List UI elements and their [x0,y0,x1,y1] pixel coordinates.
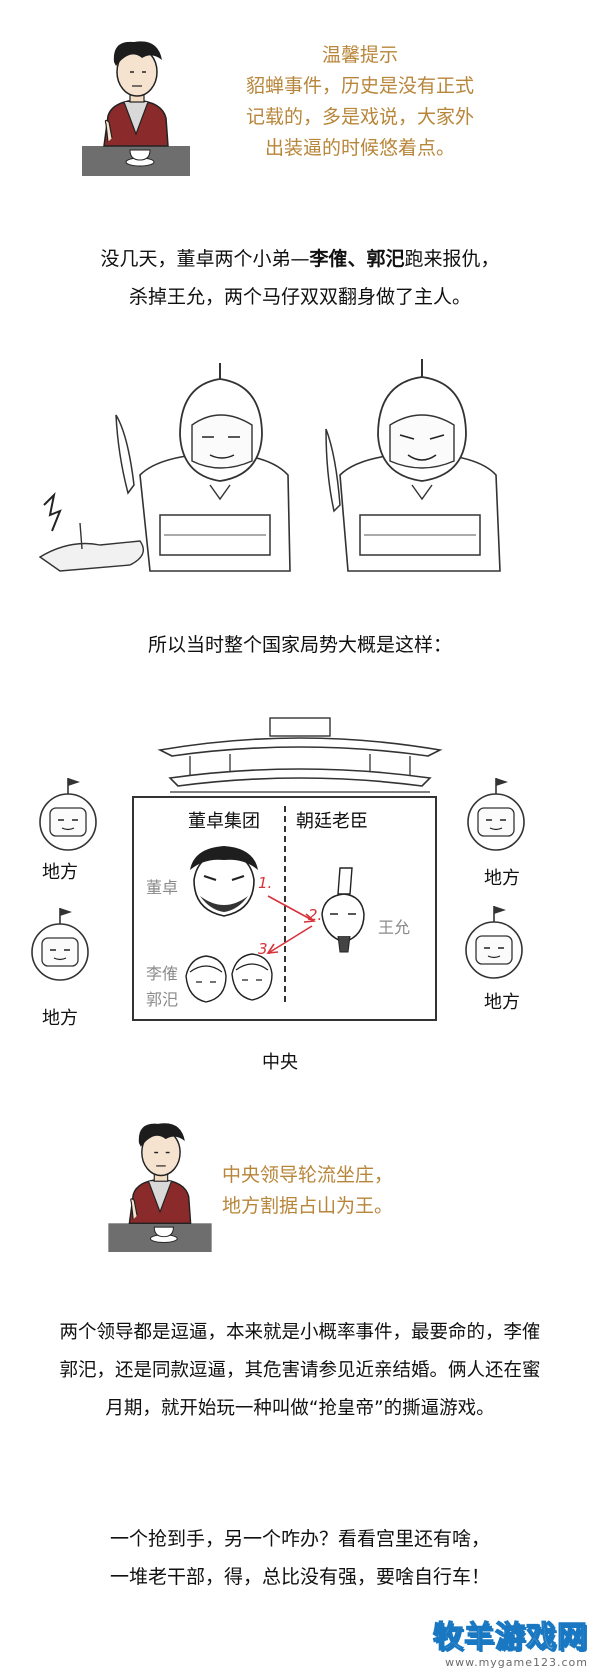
note-line: 地方割据占山为王。 [222,1195,394,1217]
label-dongzhuo: 董卓 [146,878,179,897]
note-line: 中央领导轮流坐庄， [222,1164,394,1186]
paragraph-line: 一个抢到手，另一个咋办？看看宫里还有啥， [109,1528,490,1550]
tip-note: 温馨提示 貂蝉事件，历史是没有正式 记载的，多是戏说，大家外 出装逼的时候悠着点… [200,40,520,164]
diagram-figures [185,846,365,1003]
label-local: 地方 [42,1008,78,1029]
two-generals-illustration [38,359,501,572]
label-central: 中央 [262,1052,298,1073]
watermark-url: www.mygame123.com [445,1656,588,1669]
paragraph-rivalry: 两个领导都是逗逼，本来就是小概率事件，最要命的，李傕 郭汜，还是同款逗逼，其危害… [0,1314,600,1428]
paragraph-revenge: 没几天，董卓两个小弟—李傕、郭汜跑来报仇， 杀掉王允，两个马仔双双翻身做了主人。 [0,240,600,316]
label-wangyun: 王允 [378,918,411,937]
step-2-label: 2. [308,906,323,924]
central-court-frame [132,796,437,1021]
faction-divider [284,806,286,1002]
label-local: 地方 [484,868,520,889]
liguo-head-icon [185,955,227,1003]
label-dongzhuo-group: 董卓集团 [188,811,260,832]
paragraph-situation: 所以当时整个国家局势大概是这样： [147,634,452,656]
summary-note: 中央领导轮流坐庄， 地方割据占山为王。 [222,1160,422,1222]
step-1-label: 1. [258,874,273,892]
paragraph-line: 两个领导都是逗逼，本来就是小概率事件，最要命的，李傕 [59,1322,541,1343]
label-local: 地方 [484,992,520,1013]
paragraph-line: 郭汜，还是同款逗逼，其危害请参见近亲结婚。俩人还在蜜 [59,1360,541,1381]
label-local: 地方 [42,862,78,883]
step-3-label: 3. [258,940,273,958]
tip-line: 记载的，多是戏说，大家外 [245,106,474,128]
label-liguo: 李傕 [146,964,179,983]
narrator-illustration-2 [108,1123,212,1252]
tip-line: 温馨提示 [321,44,398,66]
paragraph-line: 月期，就开始玩一种叫做“抢皇帝”的撕逼游戏。 [105,1398,495,1419]
wangyun-head-icon [321,867,365,953]
label-court-ministers: 朝廷老臣 [296,811,368,832]
paragraph-line: 一堆老干部，得，总比没有强，要啥自行车！ [109,1566,490,1588]
local-warlord-right-bottom-icon [465,906,523,979]
paragraph-ending: 一个抢到手，另一个咋办？看看宫里还有啥， 一堆老干部，得，总比没有强，要啥自行车… [0,1520,600,1596]
tip-line: 貂蝉事件，历史是没有正式 [245,75,474,97]
tip-line: 出装逼的时候悠着点。 [264,137,455,159]
dongzhuo-head-icon [190,846,258,917]
paragraph-line: 杀掉王允，两个马仔双双翻身做了主人。 [128,286,471,308]
paragraph-line: 没几天，董卓两个小弟—李傕、郭汜跑来报仇， [100,248,500,270]
label-guosi: 郭汜 [146,990,179,1009]
palace-roof [157,717,443,793]
guosi-head-icon [231,953,273,1001]
watermark: 牧羊游戏网 www.mygame123.com [432,1612,588,1669]
bold-names: 李傕、郭汜 [309,248,405,270]
local-warlord-left-top-icon [39,778,97,851]
local-warlord-left-bottom-icon [31,908,89,981]
watermark-title: 牧羊游戏网 [432,1619,588,1655]
narrator-illustration-1 [82,41,190,176]
local-warlord-right-top-icon [467,778,525,851]
